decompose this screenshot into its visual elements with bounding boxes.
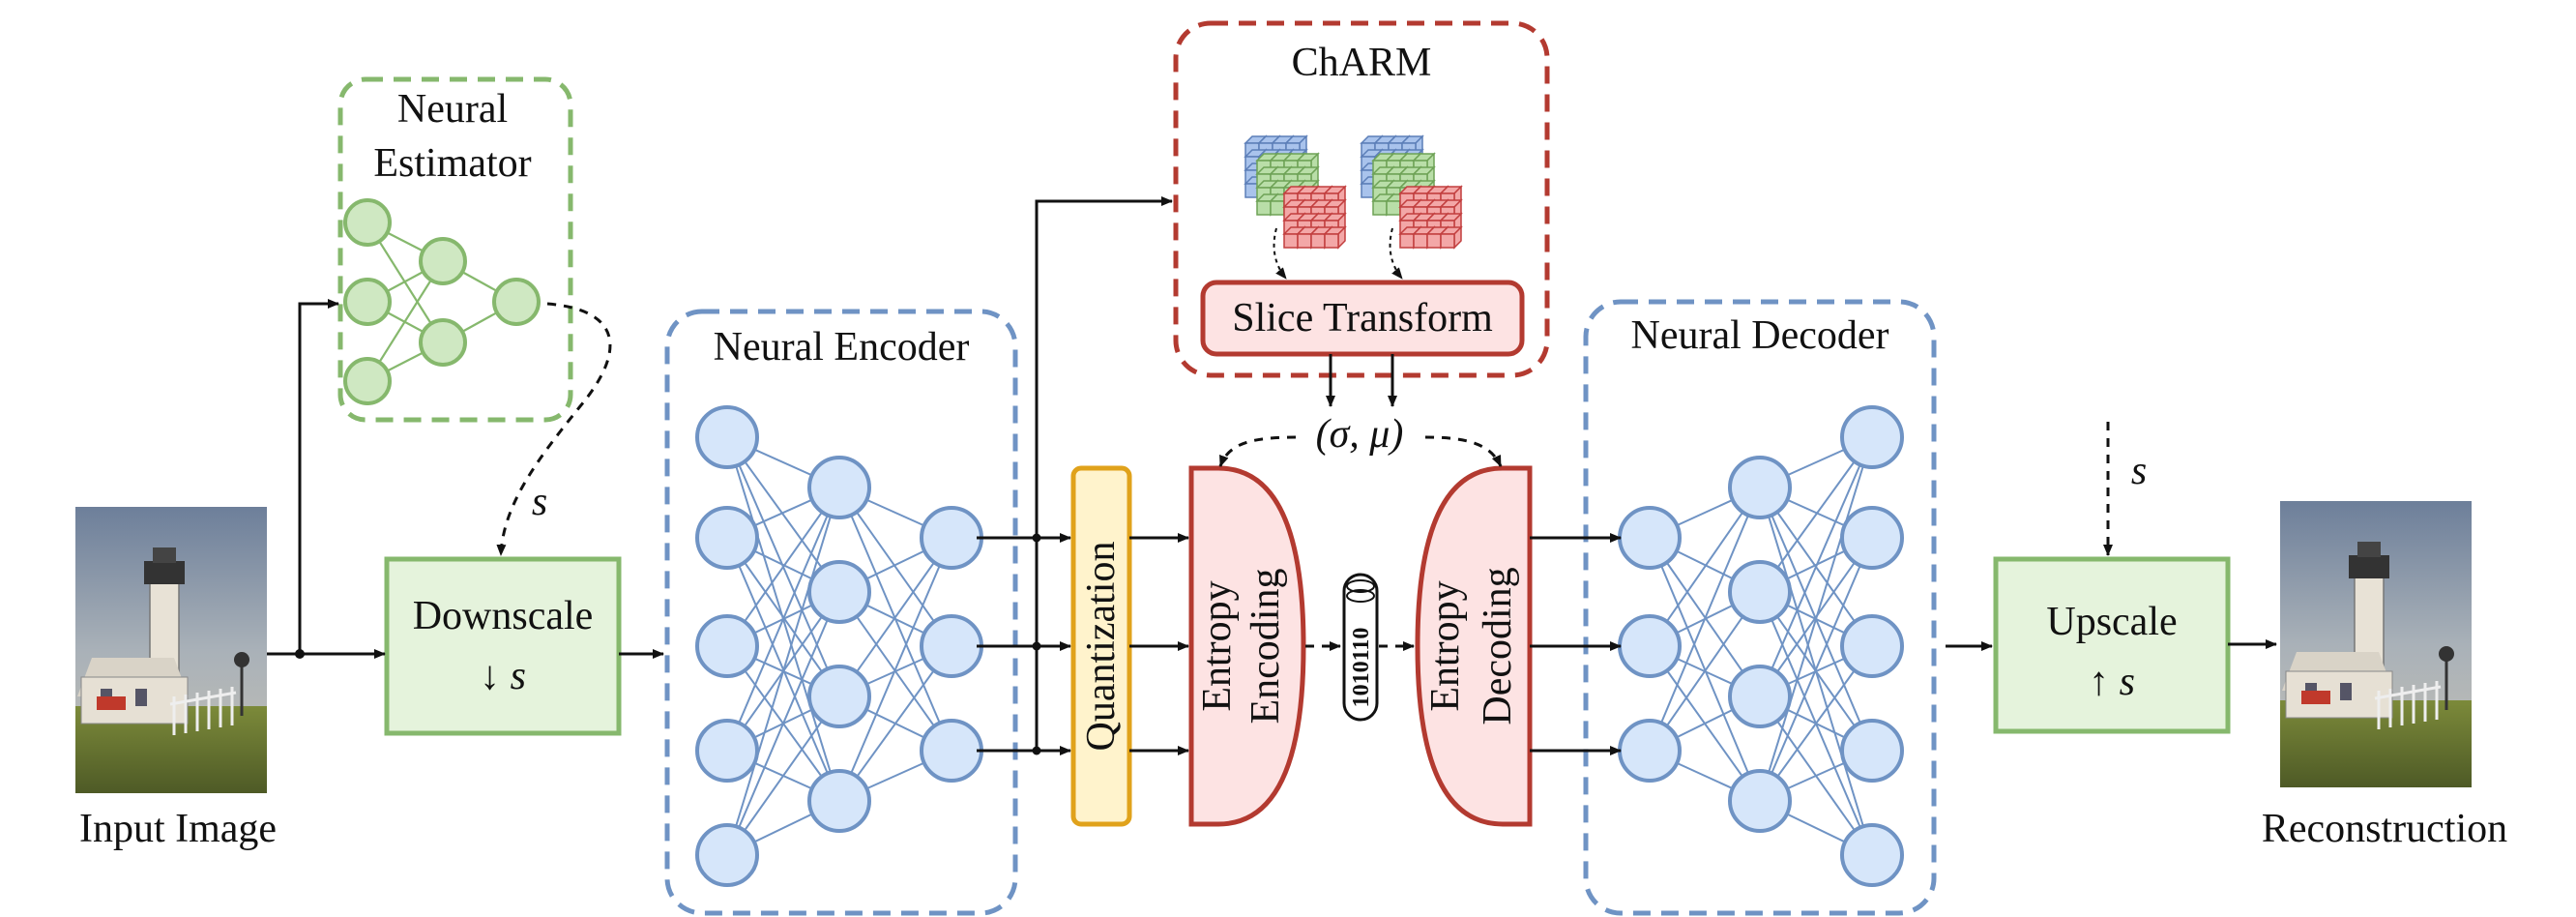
reconstruction-image (2280, 501, 2472, 787)
network-node (1840, 823, 1904, 887)
network-node (920, 506, 983, 570)
latent-cube-front (1386, 200, 1401, 216)
neural-decoder-label: Neural Decoder (1630, 313, 1888, 358)
network-node (1618, 506, 1682, 570)
network-node (343, 198, 392, 247)
entropy-decoding-label-line2: Decoding (1476, 567, 1520, 725)
network-node (1840, 506, 1904, 570)
network-edge (1759, 436, 1873, 802)
latent-cube-front (1297, 233, 1312, 249)
network-edge (1759, 537, 1873, 802)
network-node (807, 665, 871, 728)
neural-estimator-box (337, 76, 573, 423)
slice-arrow (1273, 227, 1287, 280)
downscale-box (384, 556, 622, 736)
quantization-label: Quantization (1079, 542, 1124, 752)
network-node (419, 318, 467, 367)
charm-box (1173, 20, 1550, 378)
network-edge (1759, 436, 1873, 697)
network-edge (726, 487, 840, 856)
latent-cube-front (1283, 233, 1299, 249)
latent-cube-front (1324, 233, 1339, 249)
latent-cube-front (1413, 233, 1428, 249)
network-node (695, 614, 759, 678)
connectors (267, 196, 2277, 755)
upscale-symbol: ↑ s (2089, 660, 2135, 704)
network-node (343, 278, 392, 326)
network-edge (1649, 537, 1761, 802)
latent-cube-front (1372, 200, 1388, 216)
downscale-symbol: ↓ s (480, 654, 526, 698)
charm-label: ChARM (1292, 41, 1432, 85)
network-node (807, 560, 871, 624)
upscale-label: Upscale (2046, 600, 2177, 644)
input-image (75, 507, 267, 793)
neural-estimator-label-line2: Estimator (373, 141, 531, 186)
bitstream-label: 1010110 (1349, 628, 1374, 708)
neural-estimator-network (343, 198, 541, 405)
slice-arrow (1389, 227, 1403, 280)
network-node (695, 506, 759, 570)
entropy-encoding-box (1188, 465, 1306, 827)
network-node (1840, 614, 1904, 678)
reconstruction-caption: Reconstruction (2262, 807, 2507, 851)
latent-cube-front (1256, 200, 1272, 216)
sigma-mu-label: (σ, μ) (1316, 412, 1404, 457)
neural-encoder-label: Neural Encoder (714, 325, 970, 370)
downscale-label: Downscale (413, 594, 594, 638)
entropy-encoding-label-line1: Entropy (1195, 580, 1240, 711)
network-node (920, 614, 983, 678)
network-node (1618, 614, 1682, 678)
network-node (807, 769, 871, 833)
network-node (695, 823, 759, 887)
latent-cube-front (1440, 233, 1455, 249)
latent-cube-front (1310, 233, 1326, 249)
network-edge (838, 537, 952, 697)
neural-decoder-network (1618, 405, 1904, 887)
latent-slices-icon (1244, 134, 1463, 280)
upscale-box (1993, 556, 2231, 734)
latent-cube-front (1426, 233, 1442, 249)
network-node (920, 719, 983, 783)
network-edge (726, 487, 840, 647)
neural-encoder-network (695, 405, 983, 887)
slice-transform-box (1200, 280, 1525, 357)
neural-encoder-box (664, 309, 1018, 916)
bitstream-icon: 1010110 (1342, 573, 1379, 722)
network-edge (838, 487, 952, 647)
network-edge (726, 695, 840, 856)
network-node (695, 719, 759, 783)
network-node (1728, 769, 1792, 833)
scale-factor-label-right: s (2131, 449, 2147, 493)
network-node (807, 456, 871, 519)
network-node (419, 237, 467, 285)
latent-cube-front (1399, 233, 1415, 249)
slice-transform-label: Slice Transform (1232, 296, 1493, 340)
latent-cube-front (1270, 200, 1285, 216)
neural-decoder-box (1583, 299, 1937, 916)
entropy-decoding-label-line1: Entropy (1423, 580, 1468, 711)
input-image-caption: Input Image (79, 807, 277, 851)
network-edge (1649, 591, 1761, 752)
network-node (1728, 560, 1792, 624)
network-node (1840, 405, 1904, 469)
neural-estimator-label-line1: Neural (397, 87, 508, 132)
network-node (1728, 456, 1792, 519)
network-edge (1649, 487, 1761, 752)
network-node (1618, 719, 1682, 783)
network-node (695, 405, 759, 469)
network-edge (1649, 487, 1761, 647)
network-edge (726, 591, 840, 856)
network-edge (838, 537, 952, 802)
entropy-encoding-label-line2: Encoding (1244, 569, 1288, 725)
network-edge (726, 487, 840, 752)
network-node (1728, 665, 1792, 728)
entropy-decoding-box (1415, 465, 1533, 827)
network-node (492, 278, 541, 326)
network-node (1840, 719, 1904, 783)
network-node (343, 357, 392, 405)
scale-factor-label-left: s (532, 480, 547, 524)
